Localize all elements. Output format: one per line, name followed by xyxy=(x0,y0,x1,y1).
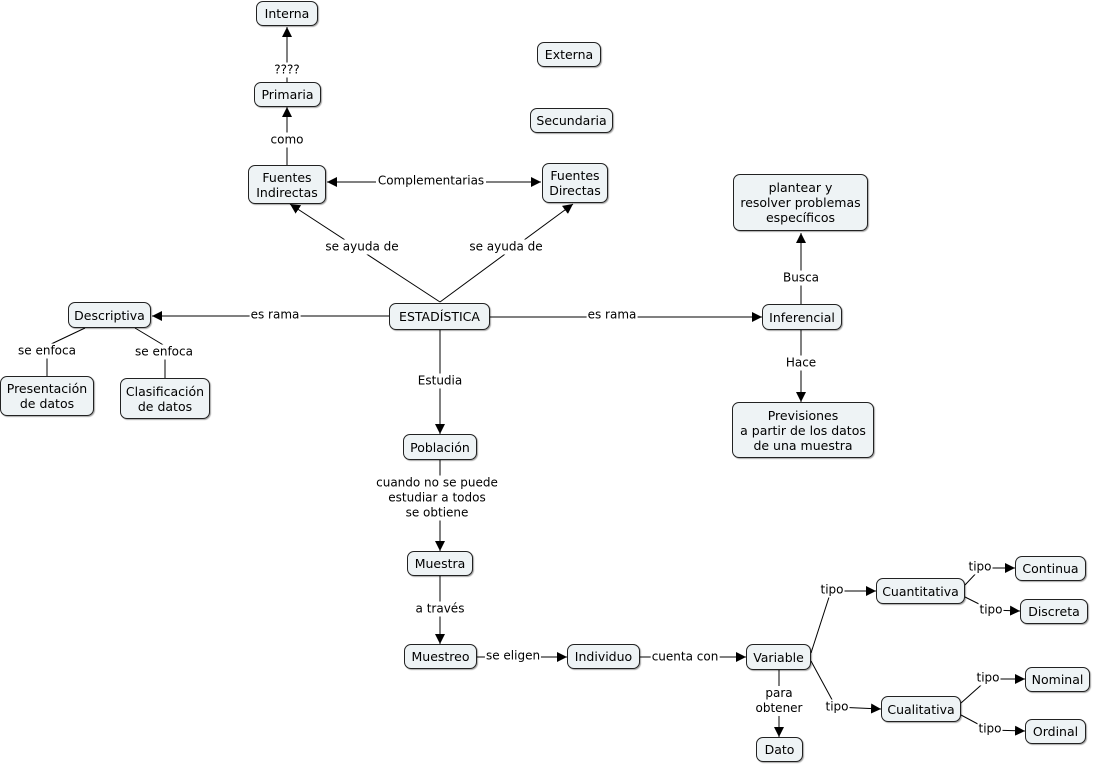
link-label-es-rama-right: es rama xyxy=(586,307,638,323)
link-label-cuando: cuando no se puede estudiar a todos se o… xyxy=(375,475,499,521)
node-variable[interactable]: Variable xyxy=(746,644,811,670)
node-fuentes-indirectas[interactable]: Fuentes Indirectas xyxy=(248,165,326,204)
node-inferencial[interactable]: Inferencial xyxy=(762,304,842,330)
link-label-hace: Hace xyxy=(784,355,818,371)
node-muestreo[interactable]: Muestreo xyxy=(404,644,477,669)
link-label-a-traves: a través xyxy=(414,601,466,617)
node-muestra[interactable]: Muestra xyxy=(407,551,473,576)
link-label-tipo-discreta: tipo xyxy=(978,602,1004,618)
link-label-tipo-nominal: tipo xyxy=(975,670,1001,686)
node-plantear[interactable]: plantear y resolver problemas específico… xyxy=(733,174,868,231)
node-dato[interactable]: Dato xyxy=(756,737,803,762)
link-label-se-enfoca-left: se enfoca xyxy=(17,343,77,359)
link-label-tipo-continua: tipo xyxy=(967,559,993,575)
node-ordinal[interactable]: Ordinal xyxy=(1025,719,1086,744)
node-fuentes-directas[interactable]: Fuentes Directas xyxy=(542,163,608,203)
node-descriptiva[interactable]: Descriptiva xyxy=(68,302,151,328)
node-primaria[interactable]: Primaria xyxy=(254,82,321,107)
link-label-cuenta-con: cuenta con xyxy=(650,649,720,665)
node-previsiones[interactable]: Previsiones a partir de los datos de una… xyxy=(732,402,874,458)
node-secundaria[interactable]: Secundaria xyxy=(530,108,613,133)
link-label-tipo-cuantitativa: tipo xyxy=(819,582,845,598)
node-discreta[interactable]: Discreta xyxy=(1020,599,1088,624)
link-label-se-ayuda-de-left: se ayuda de xyxy=(324,239,400,255)
link-label-estudia: Estudia xyxy=(416,373,464,389)
node-cuantitativa[interactable]: Cuantitativa xyxy=(876,578,965,604)
link-label-para-obtener: para obtener xyxy=(754,686,804,716)
edge-variable-cuantitativa xyxy=(810,586,876,654)
node-externa[interactable]: Externa xyxy=(537,42,601,67)
node-clasificacion[interactable]: Clasificación de datos xyxy=(120,378,210,419)
link-label-tipo-cualitativa: tipo xyxy=(824,699,850,715)
link-label-es-rama-left: es rama xyxy=(249,307,301,323)
link-label-busca: Busca xyxy=(781,270,821,286)
node-individuo[interactable]: Individuo xyxy=(567,644,640,669)
node-presentacion[interactable]: Presentación de datos xyxy=(0,376,94,416)
node-estadistica[interactable]: ESTADÍSTICA xyxy=(389,303,490,330)
link-label-complementarias: Complementarias xyxy=(376,173,486,189)
node-nominal[interactable]: Nominal xyxy=(1025,667,1090,692)
node-cualitativa[interactable]: Cualitativa xyxy=(881,696,961,722)
link-label-se-eligen: se eligen xyxy=(484,648,542,664)
link-label-como: como xyxy=(269,132,305,148)
link-label-se-ayuda-de-right: se ayuda de xyxy=(468,239,544,255)
node-poblacion[interactable]: Población xyxy=(403,434,477,460)
node-continua[interactable]: Continua xyxy=(1015,556,1086,581)
link-label-se-enfoca-right: se enfoca xyxy=(134,344,194,360)
node-interna[interactable]: Interna xyxy=(256,1,318,26)
link-label-tipo-ordinal: tipo xyxy=(977,721,1003,737)
link-label-q: ???? xyxy=(273,62,301,78)
